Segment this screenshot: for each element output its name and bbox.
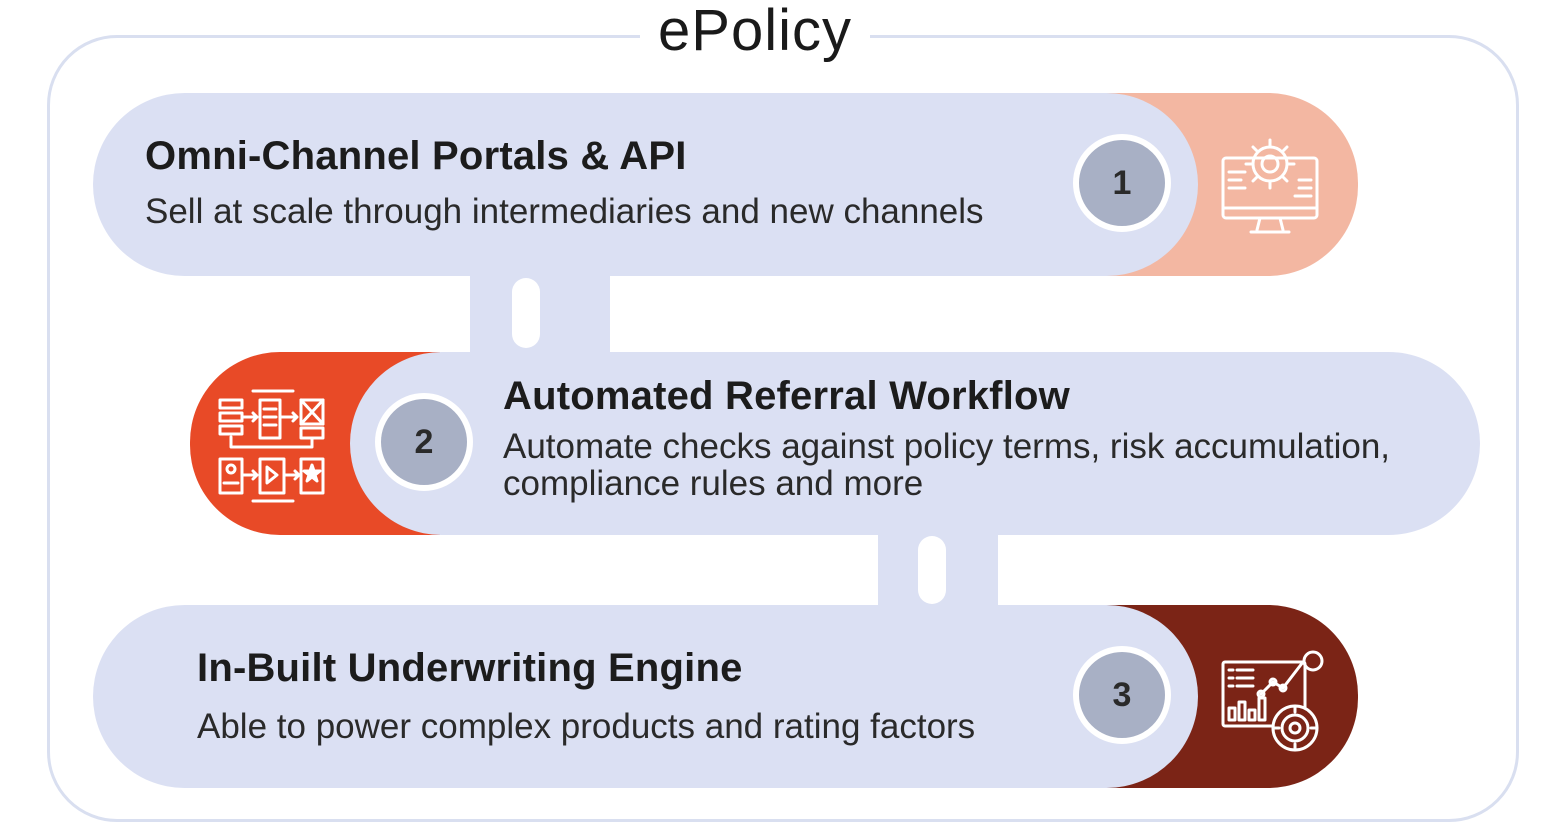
analytics-dashboard-icon [1221, 650, 1324, 752]
step-1-heading: Omni-Channel Portals & API [145, 134, 687, 178]
step-3-heading: In-Built Underwriting Engine [197, 646, 743, 690]
step-1-pill [93, 93, 1198, 276]
workflow-icon [218, 389, 325, 503]
step-2-number-badge: 2 [375, 393, 473, 491]
connector-gap-2-3 [918, 536, 946, 604]
step-3-number-badge: 3 [1073, 646, 1171, 744]
connector-1-2 [470, 265, 610, 365]
gear-monitor-icon [1221, 138, 1319, 234]
step-1-description: Sell at scale through intermediaries and… [145, 192, 984, 231]
step-3-pill [93, 605, 1198, 788]
step-3-description: Able to power complex products and ratin… [197, 707, 976, 746]
step-2-pill [350, 352, 1480, 535]
step-1-number-badge: 1 [1073, 134, 1171, 232]
step-2-heading: Automated Referral Workflow [503, 374, 1070, 418]
diagram-title: ePolicy [640, 0, 870, 66]
connector-gap-1-2 [512, 278, 540, 348]
step-2-description-line-2: compliance rules and more [503, 464, 924, 503]
step-2-description-line-1: Automate checks against policy terms, ri… [503, 427, 1391, 466]
